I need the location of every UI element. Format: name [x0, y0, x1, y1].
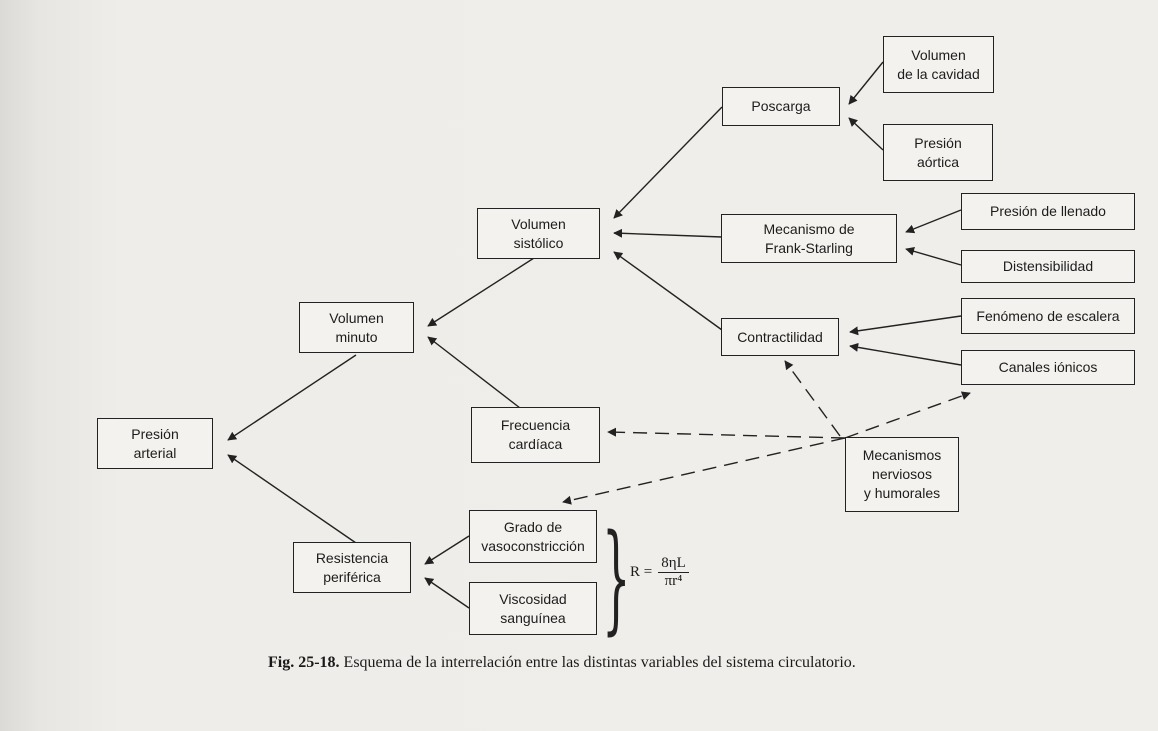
arrow-sistolico-to-minuto — [427, 257, 535, 327]
node-canales-ionicos: Canales iónicos — [961, 350, 1135, 385]
node-fenomeno-escalera: Fenómeno de escalera — [961, 298, 1135, 334]
caption-label: Fig. 25-18. — [268, 654, 340, 671]
dashed-mecanismos-to-ionicos — [844, 391, 971, 439]
arrow-aortica-to-poscarga — [848, 117, 884, 151]
dashed-mecanismos-to-vasoconstriccion — [562, 437, 846, 505]
resistance-formula: R = 8ηL πr⁴ — [630, 555, 689, 590]
caption-text: Esquema de la interrelación entre las di… — [339, 654, 856, 671]
formula-lhs: R = — [630, 564, 653, 580]
node-resistencia-periferica: Resistencia periférica — [293, 542, 411, 593]
formula-fraction: 8ηL πr⁴ — [658, 555, 689, 590]
arrow-escalera-to-contractilidad — [849, 315, 962, 336]
formula-numerator: 8ηL — [658, 555, 689, 573]
arrow-ionicos-to-contractilidad — [849, 342, 962, 366]
node-presion-llenado: Presión de llenado — [961, 193, 1135, 230]
arrow-viscosidad-to-resistencia — [424, 577, 470, 609]
node-presion-aortica: Presión aórtica — [883, 124, 993, 181]
node-volumen-minuto: Volumen minuto — [299, 302, 414, 353]
arrow-frank-to-sistolico — [613, 228, 723, 238]
arrow-volumen-minuto-to-presion — [227, 354, 357, 441]
dashed-mecanismos-to-frecuencia — [607, 427, 846, 439]
arrow-vasocons-to-resistencia — [424, 535, 470, 565]
node-poscarga: Poscarga — [722, 87, 840, 126]
figure-caption: Fig. 25-18. Esquema de la interrelación … — [268, 654, 856, 672]
node-distensibilidad: Distensibilidad — [961, 250, 1135, 283]
node-presion-arterial: Presión arterial — [97, 418, 213, 469]
node-volumen-sistolico: Volumen sistólico — [477, 208, 600, 259]
node-frecuencia-cardiaca: Frecuencia cardíaca — [471, 407, 600, 463]
arrow-resistencia-to-presion — [227, 454, 357, 544]
arrow-poscarga-to-sistolico — [613, 106, 723, 219]
node-mecanismos-nerviosos: Mecanismos nerviosos y humorales — [845, 437, 959, 512]
node-frank-starling: Mecanismo de Frank-Starling — [721, 214, 897, 263]
curly-brace: } — [602, 508, 631, 646]
dashed-mecanismos-to-contractilidad — [784, 360, 841, 437]
arrow-contractilidad-to-sistolico — [613, 251, 723, 331]
arrow-volcavidad-to-poscarga — [848, 61, 884, 105]
arrow-frecuencia-to-minuto — [427, 336, 521, 409]
node-contractilidad: Contractilidad — [721, 318, 839, 356]
node-viscosidad-sanguinea: Viscosidad sanguínea — [469, 582, 597, 635]
node-grado-vasoconstriccion: Grado de vasoconstricción — [469, 510, 597, 563]
formula-denominator: πr⁴ — [664, 573, 683, 589]
node-volumen-cavidad: Volumen de la cavidad — [883, 36, 994, 93]
arrow-llenado-to-frank — [905, 209, 962, 234]
arrow-distensibilidad-to-frank — [905, 246, 962, 266]
